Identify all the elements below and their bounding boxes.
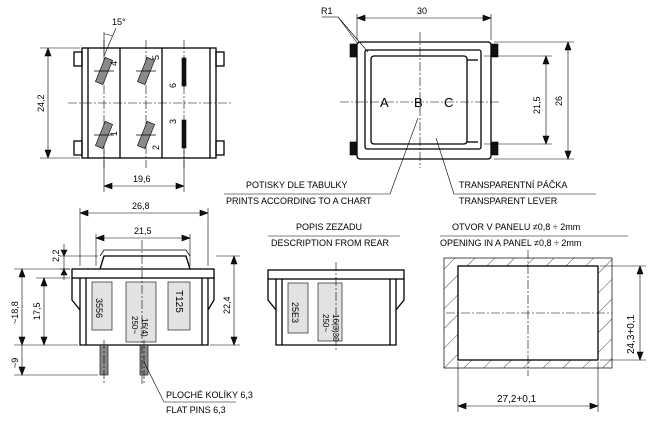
pin-number: 5 (151, 55, 161, 60)
side-code: 3556 (94, 298, 104, 318)
dim-2-2: 2,2 (51, 249, 61, 262)
dim-height-26: 26 (554, 96, 564, 106)
front-view: A B C R1 30 21,5 26 (224, 6, 596, 195)
dim-cutout-height: 24,3+0,1 (626, 314, 637, 354)
lever-label-cz: TRANSPARENTNÍ PÁČKA (459, 180, 567, 190)
side-model: T125 (173, 290, 184, 313)
rear-label-cz: POPIS ZEZADU (296, 222, 362, 232)
pin-number: 1 (109, 131, 119, 136)
prints-label-en: PRINTS ACCORDING TO A CHART (226, 196, 372, 206)
dim-width-19-6: 19,6 (133, 174, 151, 184)
angle-label: 15° (112, 17, 126, 27)
opening-label-cz: OTVOR V PANELU ≠0,8 ÷ 2mm (452, 222, 580, 232)
radius-label: R1 (321, 6, 333, 16)
side-view: 3556 T125 250~ 16(4) 26,8 21,5 2,2 (10, 201, 240, 403)
rear-view: 25E3 250~ 16(3)30 (267, 262, 405, 352)
pin-number: 6 (168, 83, 178, 88)
pin-number: 4 (109, 61, 119, 66)
dim-22-4: 22,4 (222, 296, 232, 314)
dim-inner-width-21-5: 21,5 (134, 226, 152, 236)
dim-width-30: 30 (417, 6, 427, 16)
rear-rating-1: 16(3)30 (331, 314, 340, 342)
side-rating-2: 250~ (130, 316, 139, 334)
bottom-view: 4 5 6 1 2 3 15° 24,2 19,6 (36, 17, 232, 192)
opening-label-en: OPENING IN A PANEL ≠0,8 ÷ 2mm (440, 238, 581, 248)
pin-number: 3 (168, 119, 178, 124)
panel-cutout: 27,2+0,1 24,3+0,1 (443, 250, 646, 412)
position-letter-a: A (380, 95, 389, 110)
dim-9: ~9 (10, 358, 20, 368)
position-letter-c: C (444, 95, 453, 110)
pins-label-en: FLAT PINS 6,3 (166, 405, 226, 415)
dim-height-24-2: 24,2 (36, 94, 46, 112)
dim-width-26-8: 26,8 (132, 201, 150, 211)
pins-label-cz: PLOCHÉ KOLÍKY 6,3 (166, 390, 253, 400)
dim-cutout-width: 27,2+0,1 (497, 394, 537, 405)
side-rating-1: 16(4) (140, 318, 149, 337)
prints-label-cz: POTISKY DLE TABULKY (246, 180, 348, 190)
rear-rating-2: 250~ (321, 314, 330, 332)
pin-number: 2 (151, 145, 161, 150)
position-letter-b: B (414, 95, 423, 110)
dim-height-21-5: 21,5 (532, 96, 542, 114)
lever-label-en: TRANSPARENT LEVER (459, 196, 558, 206)
rear-code: 25E3 (290, 302, 300, 323)
dim-17-5: 17,5 (32, 302, 42, 320)
rear-label-en: DESCRIPTION FROM REAR (271, 238, 390, 248)
dim-18-8: ~18,8 (10, 301, 20, 324)
